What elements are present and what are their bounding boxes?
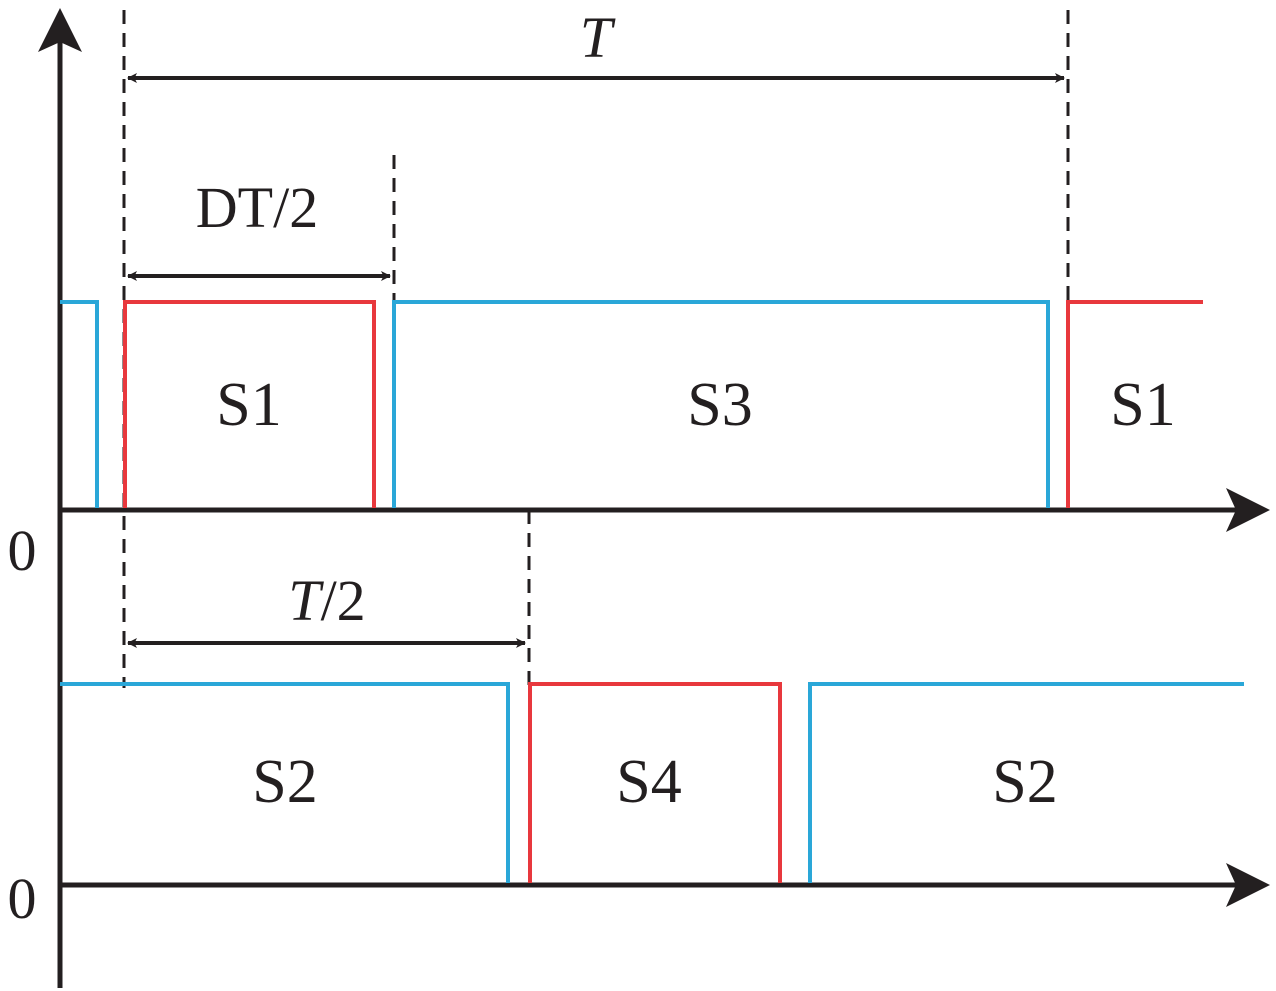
- lower-zero-label: 0: [8, 866, 37, 931]
- lower-waveforms: [60, 682, 1244, 883]
- switch-label-s1-next: S1: [1110, 371, 1175, 439]
- half-period-label: T/2: [288, 568, 365, 633]
- axes: [38, 8, 1270, 988]
- upper-time-axis-arrowhead: [1226, 488, 1270, 532]
- switch-label-s2-next: S2: [992, 748, 1057, 816]
- s2-waveform-next: [808, 682, 1244, 883]
- period-label: T: [580, 5, 616, 70]
- s4-waveform: [528, 682, 782, 883]
- s1-waveform-next: [1066, 300, 1203, 508]
- upper-zero-label: 0: [8, 518, 37, 583]
- dead-time-half-label: DT/2: [196, 175, 318, 240]
- switch-label-s4: S4: [616, 748, 681, 816]
- switch-label-s1: S1: [216, 371, 281, 439]
- s3-waveform: [392, 300, 1050, 508]
- vertical-axis-arrowhead: [38, 8, 82, 52]
- switch-label-s3: S3: [687, 371, 752, 439]
- reference-dashes: [122, 10, 1070, 688]
- half-period-label-fraction: /2: [321, 568, 366, 633]
- s2-waveform: [60, 682, 510, 883]
- half-period-label-t: T: [288, 568, 324, 633]
- lower-time-axis-arrowhead: [1226, 863, 1270, 907]
- switch-label-s2: S2: [252, 748, 317, 816]
- dimension-arrows: [127, 73, 1065, 648]
- s3-waveform-previous: [60, 300, 99, 508]
- s1-waveform: [123, 300, 376, 508]
- upper-waveforms: [60, 300, 1203, 508]
